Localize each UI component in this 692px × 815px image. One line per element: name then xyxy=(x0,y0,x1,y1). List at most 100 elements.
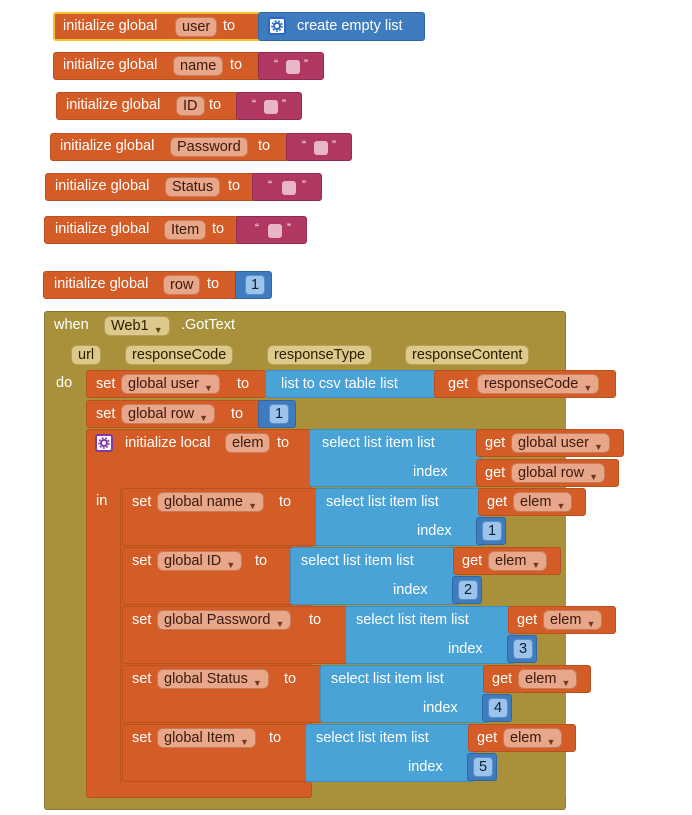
number-block[interactable]: 1 xyxy=(258,400,296,428)
number-value[interactable]: 4 xyxy=(488,698,509,718)
variable-dropdown[interactable]: responseCode ▼ xyxy=(477,374,600,394)
set-label: set xyxy=(96,406,116,422)
empty-text-field[interactable] xyxy=(264,100,278,114)
event-name: .GotText xyxy=(181,317,235,333)
empty-string-block[interactable]: “ ” xyxy=(236,92,302,120)
gear-icon[interactable] xyxy=(268,17,286,35)
set-global-var-block[interactable]: set global Status ▼ to xyxy=(122,665,323,723)
chevron-down-icon: ▼ xyxy=(252,678,262,688)
var-name-user[interactable]: user xyxy=(175,17,218,37)
var-name-name[interactable]: name xyxy=(173,56,224,76)
init-global-label: initialize global xyxy=(63,18,158,34)
index-label: index xyxy=(417,523,452,539)
set-global-var-block[interactable]: set global Item ▼ to xyxy=(122,724,308,782)
variable-dropdown[interactable]: elem ▼ xyxy=(488,551,548,571)
variable-dropdown[interactable]: global ID ▼ xyxy=(157,551,243,571)
chevron-down-icon: ▼ xyxy=(226,560,236,570)
var-name-id[interactable]: ID xyxy=(176,96,205,116)
param-responsecontent[interactable]: responseContent xyxy=(405,345,530,365)
get-elem-block[interactable]: get elem ▼ xyxy=(483,665,591,693)
number-value[interactable]: 2 xyxy=(458,580,479,600)
number-value[interactable]: 5 xyxy=(473,757,494,777)
create-empty-list-block[interactable]: create empty list xyxy=(258,12,425,41)
to-label: to xyxy=(207,276,220,292)
number-block[interactable]: 3 xyxy=(507,635,537,663)
init-global-user-block[interactable]: initialize global user to xyxy=(53,12,265,41)
select-list-item-block[interactable]: select list item list index xyxy=(309,429,481,487)
variable-dropdown[interactable]: elem ▼ xyxy=(543,610,603,630)
variable-dropdown[interactable]: global row ▼ xyxy=(121,404,216,424)
variable-dropdown[interactable]: elem ▼ xyxy=(518,669,578,689)
get-global-row-block[interactable]: get global row ▼ xyxy=(476,459,619,487)
var-name-status[interactable]: Status xyxy=(165,177,221,197)
get-responsecode-block[interactable]: get responseCode ▼ xyxy=(434,370,616,398)
empty-string-block[interactable]: “ ” xyxy=(236,216,307,244)
empty-text-field[interactable] xyxy=(314,141,328,155)
number-block[interactable]: 1 xyxy=(235,271,272,299)
function-label: select list item list xyxy=(316,730,429,746)
init-global-name-block[interactable]: initialize global name to xyxy=(53,52,265,80)
get-label: get xyxy=(487,494,508,510)
variable-dropdown[interactable]: global user ▼ xyxy=(511,433,610,453)
empty-text-field[interactable] xyxy=(286,60,300,74)
var-name-row[interactable]: row xyxy=(163,275,201,295)
empty-string-block[interactable]: “ ” xyxy=(258,52,324,80)
select-list-item-block[interactable]: select list item list index xyxy=(305,724,475,782)
set-global-user-block[interactable]: set global user ▼ to xyxy=(86,370,266,398)
variable-name: global user xyxy=(128,376,199,392)
number-value[interactable]: 3 xyxy=(513,639,534,659)
number-block[interactable]: 1 xyxy=(476,517,506,545)
function-label: select list item list xyxy=(331,671,444,687)
select-list-item-block[interactable]: select list item list index xyxy=(290,547,460,605)
variable-dropdown[interactable]: global Status ▼ xyxy=(157,669,269,689)
number-value[interactable]: 1 xyxy=(245,275,266,295)
function-label: select list item list xyxy=(356,612,469,628)
number-value[interactable]: 1 xyxy=(482,521,503,541)
set-global-var-block[interactable]: set global Password ▼ to xyxy=(122,606,348,664)
component-dropdown[interactable]: Web1 ▼ xyxy=(104,316,170,336)
to-label: to xyxy=(209,97,222,113)
variable-dropdown[interactable]: global Password ▼ xyxy=(157,610,292,630)
number-value[interactable]: 1 xyxy=(269,404,290,424)
number-block[interactable]: 5 xyxy=(467,753,497,781)
set-global-var-block[interactable]: set global name ▼ to xyxy=(122,488,318,546)
init-global-row-block[interactable]: initialize global row to xyxy=(43,271,241,299)
get-elem-block[interactable]: get elem ▼ xyxy=(453,547,561,575)
to-label: to xyxy=(231,406,244,422)
variable-name: global row xyxy=(128,406,195,422)
number-block[interactable]: 2 xyxy=(452,576,482,604)
var-name-password[interactable]: Password xyxy=(170,137,248,157)
set-global-var-block[interactable]: set global ID ▼ to xyxy=(122,547,294,605)
gear-icon[interactable] xyxy=(95,434,113,452)
param-responsecode[interactable]: responseCode xyxy=(125,345,234,365)
local-var-name[interactable]: elem xyxy=(225,433,271,453)
init-global-label: initialize global xyxy=(60,138,155,154)
select-list-item-block[interactable]: select list item list index xyxy=(345,606,515,664)
get-elem-block[interactable]: get elem ▼ xyxy=(508,606,616,634)
empty-text-field[interactable] xyxy=(268,224,282,238)
param-responsetype[interactable]: responseType xyxy=(267,345,373,365)
init-global-item-block[interactable]: initialize global Item to xyxy=(44,216,242,244)
variable-dropdown[interactable]: global Item ▼ xyxy=(157,728,256,748)
variable-dropdown[interactable]: global name ▼ xyxy=(157,492,264,512)
get-elem-block[interactable]: get elem ▼ xyxy=(468,724,576,752)
get-elem-block[interactable]: get elem ▼ xyxy=(478,488,586,516)
number-block[interactable]: 4 xyxy=(482,694,512,722)
init-global-status-block[interactable]: initialize global Status to xyxy=(45,173,258,201)
select-list-item-block[interactable]: select list item list index xyxy=(320,665,490,723)
empty-string-block[interactable]: “ ” xyxy=(286,133,352,161)
variable-dropdown[interactable]: elem ▼ xyxy=(513,492,573,512)
init-global-password-block[interactable]: initialize global Password to xyxy=(50,133,292,161)
list-to-csv-table-block[interactable]: list to csv table list xyxy=(265,370,442,398)
variable-dropdown[interactable]: global row ▼ xyxy=(511,463,606,483)
init-global-id-block[interactable]: initialize global ID to xyxy=(56,92,240,120)
empty-string-block[interactable]: “ ” xyxy=(252,173,322,201)
set-global-row-block[interactable]: set global row ▼ to xyxy=(86,400,262,428)
get-global-user-block[interactable]: get global user ▼ xyxy=(476,429,624,457)
param-url[interactable]: url xyxy=(71,345,102,365)
variable-dropdown[interactable]: elem ▼ xyxy=(503,728,563,748)
var-name-item[interactable]: Item xyxy=(164,220,207,240)
empty-text-field[interactable] xyxy=(282,181,296,195)
variable-dropdown[interactable]: global user ▼ xyxy=(121,374,220,394)
select-list-item-block[interactable]: select list item list index xyxy=(315,488,485,546)
